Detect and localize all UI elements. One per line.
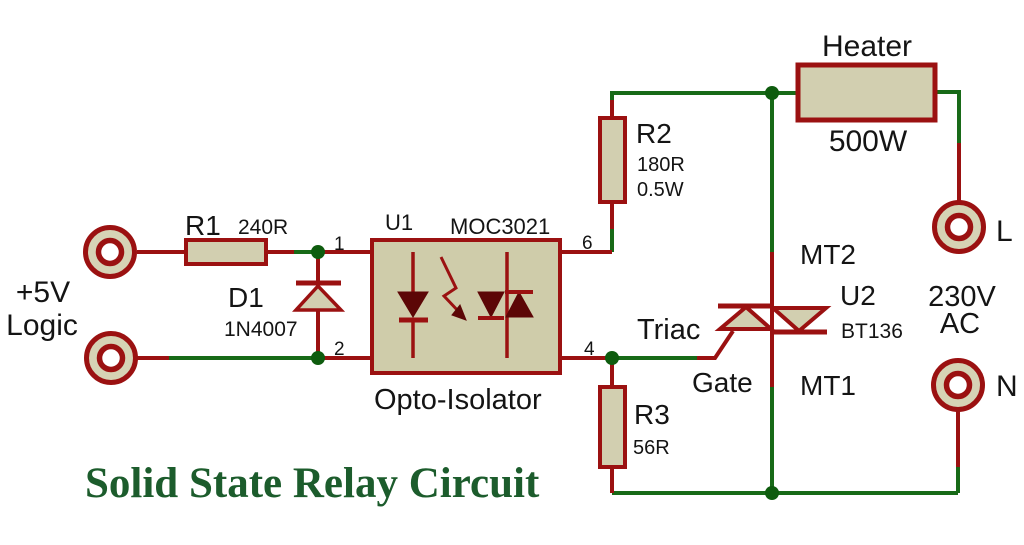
live-label: L	[996, 215, 1013, 248]
d1-ref-label: D1	[228, 282, 264, 313]
live-inner-ring	[944, 212, 974, 242]
u1-triac-right-triangle	[505, 290, 534, 318]
wire-gate-red	[697, 329, 735, 360]
neutral-inner-ring	[943, 370, 973, 400]
r3-value-label: 56R	[633, 437, 670, 459]
heater-name-label: Heater	[822, 30, 912, 63]
wire-r2-to-heater	[610, 91, 798, 100]
logic-supply-line1: +5V	[16, 276, 70, 309]
u1-light-arrowhead	[451, 304, 467, 321]
u1-ref-label: U1	[385, 210, 413, 235]
r2-resistor-body	[598, 116, 627, 204]
heater-power-label: 500W	[829, 125, 908, 158]
junction-node1	[311, 245, 325, 259]
u1-internal-led	[397, 252, 429, 358]
green-wires	[167, 90, 961, 495]
ac-type-label: AC	[940, 308, 980, 340]
r1-value-label: 240R	[238, 216, 288, 239]
u2-triac-symbol	[714, 303, 832, 335]
u2-mt2-label: MT2	[800, 239, 856, 270]
u2-kind-label: Triac	[637, 314, 700, 346]
u2-right-triangle	[767, 306, 832, 334]
u1-pin1-label: 1	[334, 234, 345, 255]
r2-value-label: 180R	[637, 154, 685, 176]
r1-resistor-body	[184, 238, 268, 266]
u1-light-arrow-icon	[439, 256, 467, 321]
terminal2-inner-ring	[96, 343, 126, 373]
heater-body	[795, 62, 938, 123]
u1-part-label: MOC3021	[450, 214, 550, 239]
u1-internal-triac	[477, 252, 534, 358]
ac-voltage-label: 230V	[928, 281, 996, 313]
u1-pin2-label: 2	[334, 339, 345, 360]
d1-diode-symbol	[292, 280, 346, 312]
u2-part-label: BT136	[841, 320, 903, 343]
r3-resistor-body	[598, 385, 627, 469]
junction-dots	[311, 86, 779, 500]
neutral-label: N	[996, 370, 1018, 403]
r2-ref-label: R2	[636, 118, 672, 149]
neutral-terminal	[931, 358, 985, 412]
u2-left-triangle	[714, 304, 777, 331]
logic-supply-line2: Logic	[6, 309, 78, 342]
junction-top-rail	[765, 86, 779, 100]
junction-pin4	[605, 351, 619, 365]
u1-pin4-label: 4	[584, 339, 595, 360]
u2-gate-label: Gate	[692, 367, 753, 398]
r1-ref-label: R1	[185, 210, 221, 241]
junction-bottom-rail	[765, 486, 779, 500]
u1-light-zigzag	[439, 256, 463, 316]
d1-anode-triangle	[292, 283, 346, 312]
terminal1-inner-ring	[95, 237, 125, 267]
u1-optoisolator-body	[370, 238, 562, 375]
u2-ref-label: U2	[840, 280, 876, 311]
u1-triac-left-triangle	[477, 291, 505, 319]
u2-mt1-label: MT1	[800, 370, 856, 401]
logic-terminal-1	[83, 225, 137, 279]
d1-value-label: 1N4007	[224, 318, 298, 341]
r3-ref-label: R3	[634, 399, 670, 430]
page-title: Solid State Relay Circuit	[85, 460, 540, 507]
wire-heater-to-live	[935, 90, 961, 143]
junction-node2	[311, 351, 325, 365]
r2-power-label: 0.5W	[637, 179, 684, 201]
u1-caption-label: Opto-Isolator	[374, 384, 542, 416]
logic-terminal-2	[84, 331, 138, 385]
u1-pin6-label: 6	[582, 233, 593, 254]
u1-led-triangle	[397, 291, 429, 318]
live-terminal	[932, 200, 986, 254]
